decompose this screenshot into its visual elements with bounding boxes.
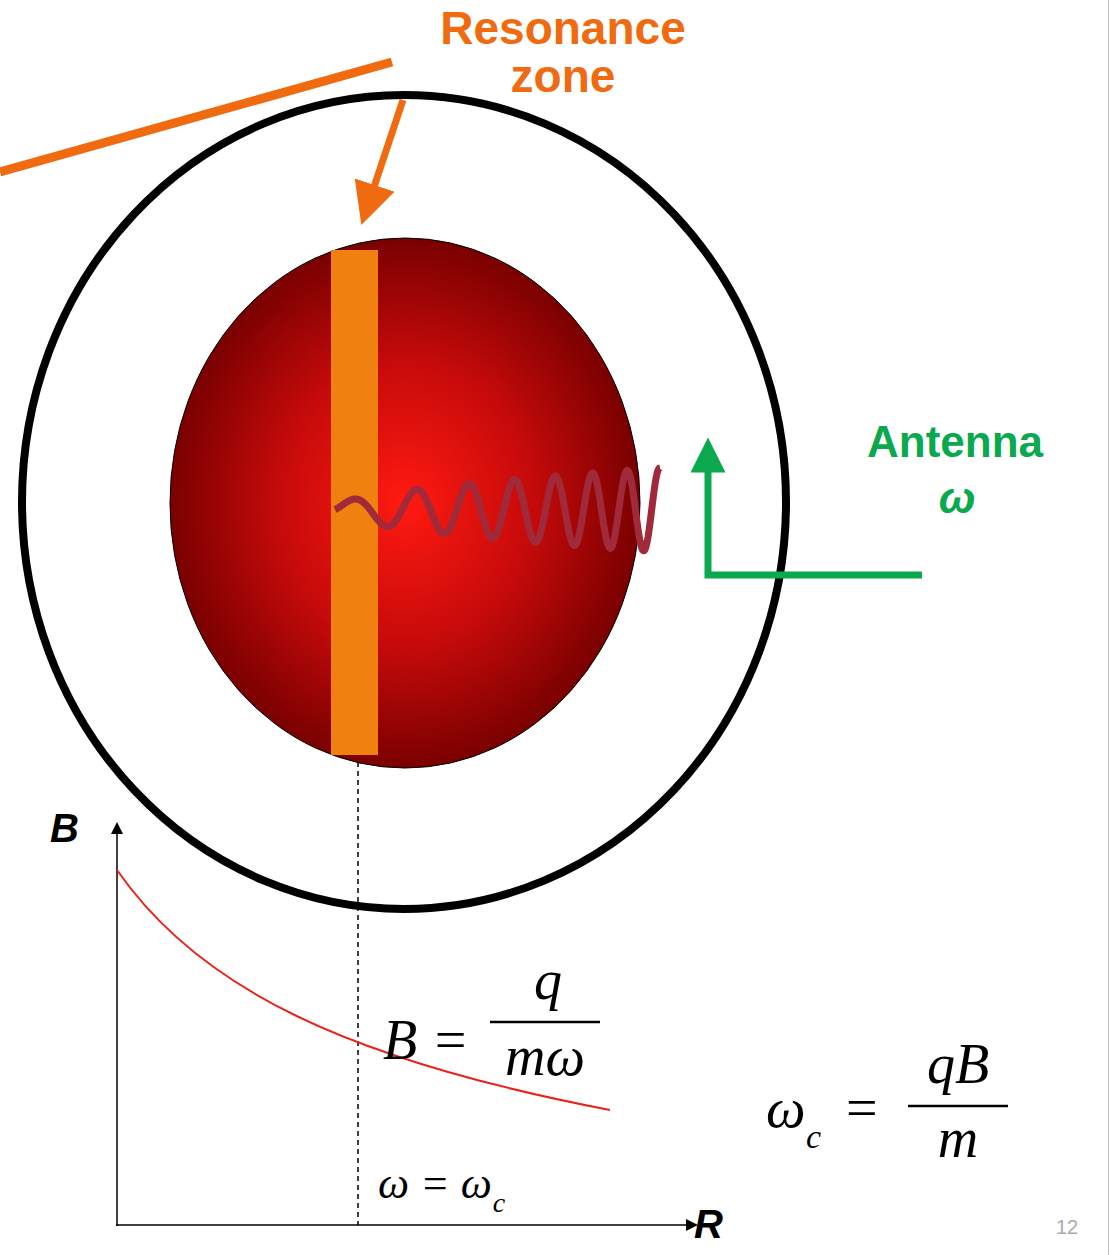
equation-part: qB bbox=[927, 1034, 989, 1096]
b-axis bbox=[116, 828, 118, 1226]
dashed-line bbox=[357, 762, 359, 1225]
axis-label: R bbox=[694, 1202, 723, 1246]
r-axis bbox=[116, 1224, 692, 1226]
equation-part: ω = ω bbox=[378, 1160, 492, 1208]
equation-subscript: c bbox=[806, 1118, 821, 1155]
equation-part: m bbox=[938, 1108, 978, 1170]
fraction-bar bbox=[908, 1105, 1008, 1108]
antenna-symbol bbox=[708, 455, 922, 575]
slide-edge bbox=[1108, 0, 1109, 1255]
equation-part: B = bbox=[383, 1010, 469, 1072]
equation-part: mω bbox=[505, 1026, 585, 1088]
equation-part: ω bbox=[766, 1078, 806, 1140]
axis-label: B bbox=[50, 806, 79, 850]
equation-part: = bbox=[846, 1078, 878, 1140]
equation-part: q bbox=[534, 950, 562, 1012]
frequency-label: ω bbox=[939, 474, 976, 522]
vessel-outline bbox=[22, 95, 786, 909]
callout-arrow bbox=[368, 100, 403, 205]
leader-line bbox=[0, 62, 392, 172]
antenna-label: Antenna bbox=[867, 418, 1043, 466]
callout-label: Resonance zone bbox=[413, 4, 713, 101]
equation-subscript: c bbox=[493, 1188, 505, 1219]
wave bbox=[335, 468, 660, 551]
field-curve bbox=[117, 870, 610, 1110]
fraction-bar bbox=[490, 1021, 600, 1024]
page-number: 12 bbox=[1056, 1216, 1078, 1238]
